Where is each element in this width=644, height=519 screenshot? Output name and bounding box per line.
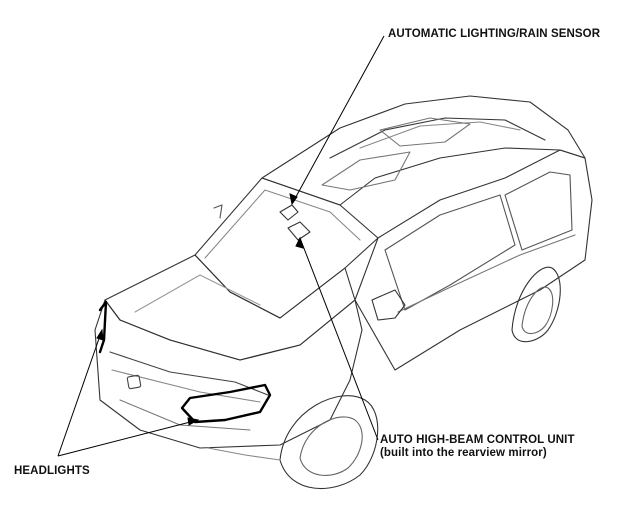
- automatic-lighting-rain-sensor-label: AUTOMATIC LIGHTING/RAIN SENSOR: [388, 28, 601, 40]
- leader-line-headlight-left: [57, 329, 103, 457]
- arrowhead-headlight-left: [96, 328, 104, 341]
- arrowhead-sensor: [289, 193, 298, 206]
- leader-line-unit: [299, 237, 379, 441]
- control-unit-title: AUTO HIGH-BEAM CONTROL UNIT: [380, 434, 575, 446]
- leader-line-sensor: [291, 35, 385, 205]
- headlights-label: HEADLIGHTS: [14, 465, 90, 477]
- auto-high-beam-control-unit-label: AUTO HIGH-BEAM CONTROL UNIT (built into …: [380, 434, 575, 460]
- control-unit-note: (built into the rearview mirror): [380, 447, 547, 459]
- arrowhead-headlight-right: [187, 417, 200, 426]
- leader-lines: [57, 35, 385, 457]
- leader-line-headlight-right: [57, 419, 199, 457]
- vehicle-body: [94, 95, 593, 490]
- arrowhead-unit: [295, 236, 304, 249]
